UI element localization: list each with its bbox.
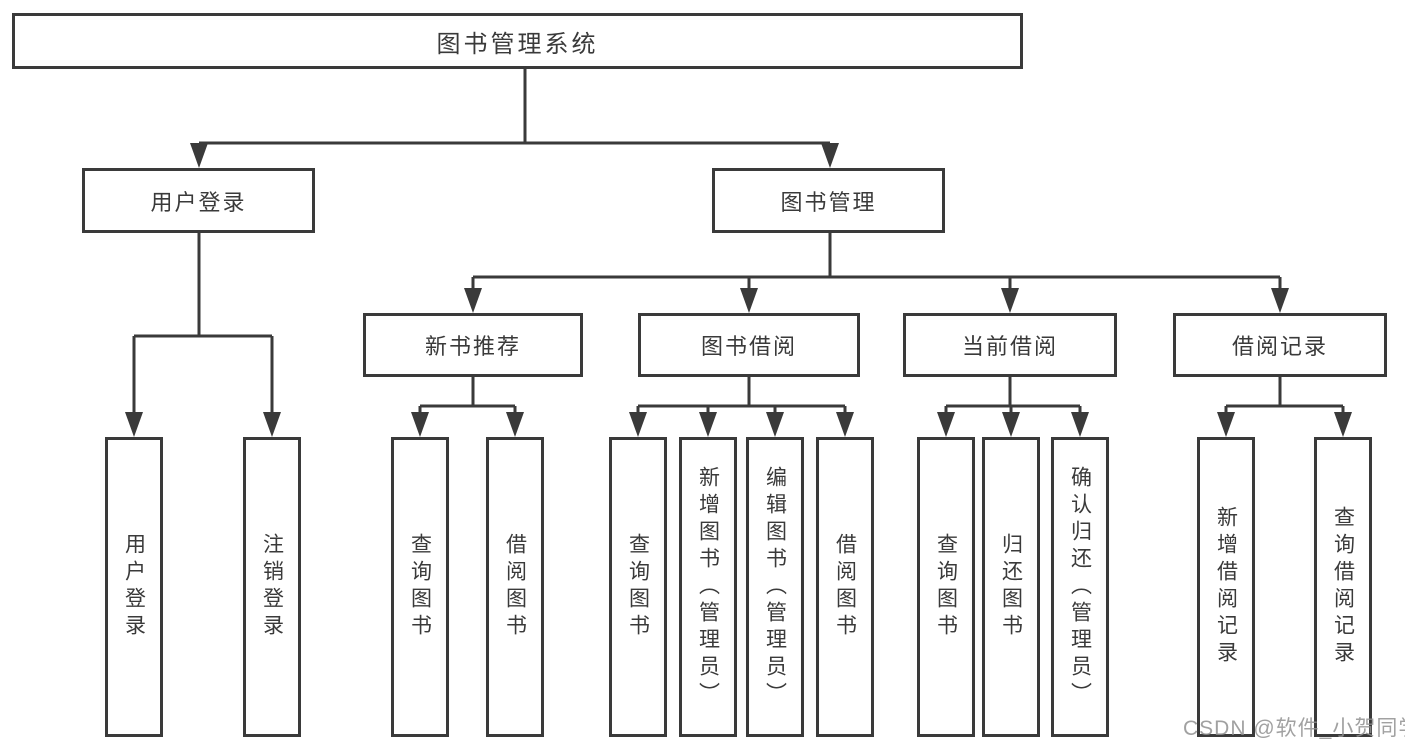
leaf-add-books-admin: 新增图书（管理员） bbox=[679, 437, 737, 737]
leaf-label: 查询图书 bbox=[626, 533, 650, 641]
leaf-query-books-current: 查询图书 bbox=[917, 437, 975, 737]
leaf-label: 新增图书（管理员） bbox=[696, 465, 720, 709]
leaf-edit-books-admin: 编辑图书（管理员） bbox=[746, 437, 804, 737]
node-borrowing-records: 借阅记录 bbox=[1173, 313, 1387, 377]
leaf-borrow-books: 借阅图书 bbox=[816, 437, 874, 737]
leaf-logout: 注销登录 bbox=[243, 437, 301, 737]
node-book-borrowing: 图书借阅 bbox=[638, 313, 860, 377]
node-root-system: 图书管理系统 bbox=[12, 13, 1023, 69]
leaf-label: 确认归还（管理员） bbox=[1068, 465, 1092, 709]
node-book-management: 图书管理 bbox=[712, 168, 945, 233]
leaf-confirm-return-admin: 确认归还（管理员） bbox=[1051, 437, 1109, 737]
leaf-label: 用户登录 bbox=[122, 533, 146, 641]
leaf-add-borrow-record: 新增借阅记录 bbox=[1197, 437, 1255, 737]
leaf-label: 归还图书 bbox=[999, 533, 1023, 641]
leaf-borrow-books-recommend: 借阅图书 bbox=[486, 437, 544, 737]
leaf-label: 借阅图书 bbox=[833, 533, 857, 641]
leaf-label: 新增借阅记录 bbox=[1214, 506, 1238, 668]
node-user-login: 用户登录 bbox=[82, 168, 315, 233]
leaf-return-books: 归还图书 bbox=[982, 437, 1040, 737]
leaf-query-books-recommend: 查询图书 bbox=[391, 437, 449, 737]
leaf-label: 编辑图书（管理员） bbox=[763, 465, 787, 709]
leaf-query-books-borrowing: 查询图书 bbox=[609, 437, 667, 737]
arrowheads bbox=[125, 143, 1352, 437]
leaf-label: 查询借阅记录 bbox=[1331, 506, 1355, 668]
leaf-query-borrow-record: 查询借阅记录 bbox=[1314, 437, 1372, 737]
leaf-label: 借阅图书 bbox=[503, 533, 527, 641]
leaf-user-login: 用户登录 bbox=[105, 437, 163, 737]
leaf-label: 注销登录 bbox=[260, 533, 284, 641]
leaf-label: 查询图书 bbox=[934, 533, 958, 641]
node-current-borrowing: 当前借阅 bbox=[903, 313, 1117, 377]
csdn-watermark: CSDN @软件_小贺同学 bbox=[1183, 717, 1405, 740]
leaf-label: 查询图书 bbox=[408, 533, 432, 641]
node-new-book-recommend: 新书推荐 bbox=[363, 313, 583, 377]
